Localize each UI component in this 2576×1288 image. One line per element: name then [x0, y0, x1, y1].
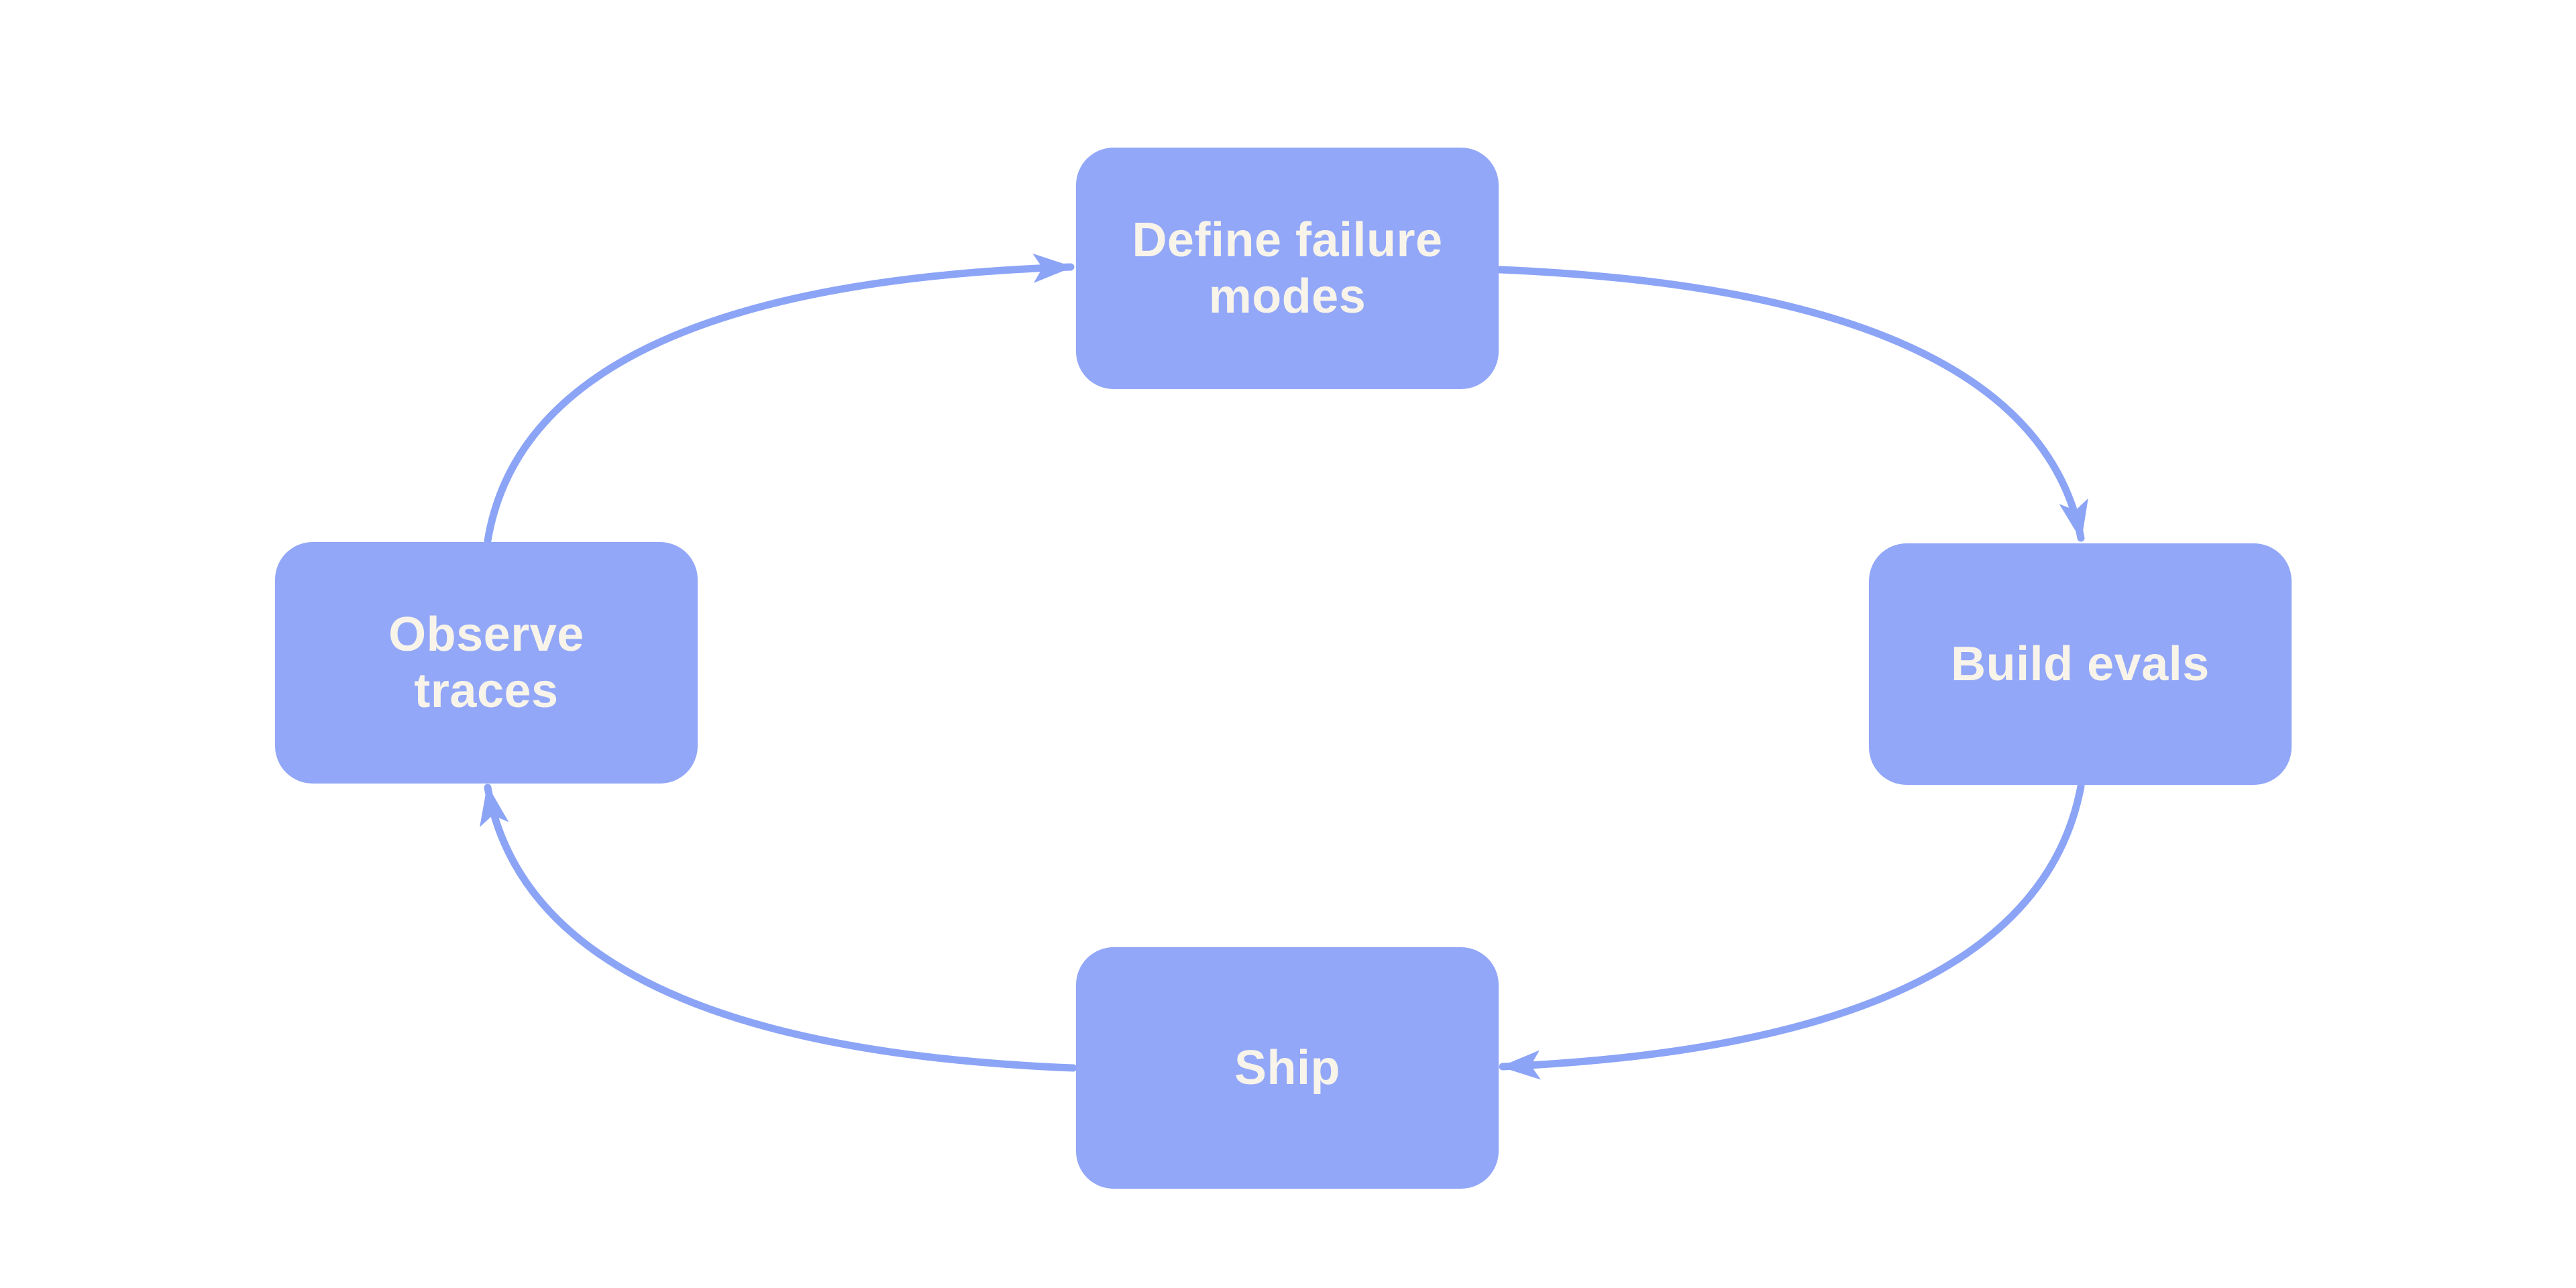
- edge-define-failure-modes-to-build-evals: [1496, 266, 2088, 542]
- edge-observe-traces-to-define-failure-modes: [484, 253, 1075, 545]
- node-build-evals-label: Build evals: [1951, 637, 2210, 691]
- node-observe-traces-label: Observe traces: [388, 607, 584, 718]
- edge-ship-to-observe-traces: [480, 784, 1077, 1072]
- node-define-failure-modes: Define failure modes: [1076, 148, 1499, 389]
- node-ship: Ship: [1076, 947, 1499, 1189]
- node-ship-label: Ship: [1234, 1040, 1340, 1095]
- node-build-evals: Build evals: [1869, 543, 2292, 785]
- edge-build-evals-to-ship: [1499, 782, 2085, 1080]
- node-define-failure-modes-label: Define failure modes: [1132, 213, 1443, 323]
- node-observe-traces: Observe traces: [275, 542, 698, 784]
